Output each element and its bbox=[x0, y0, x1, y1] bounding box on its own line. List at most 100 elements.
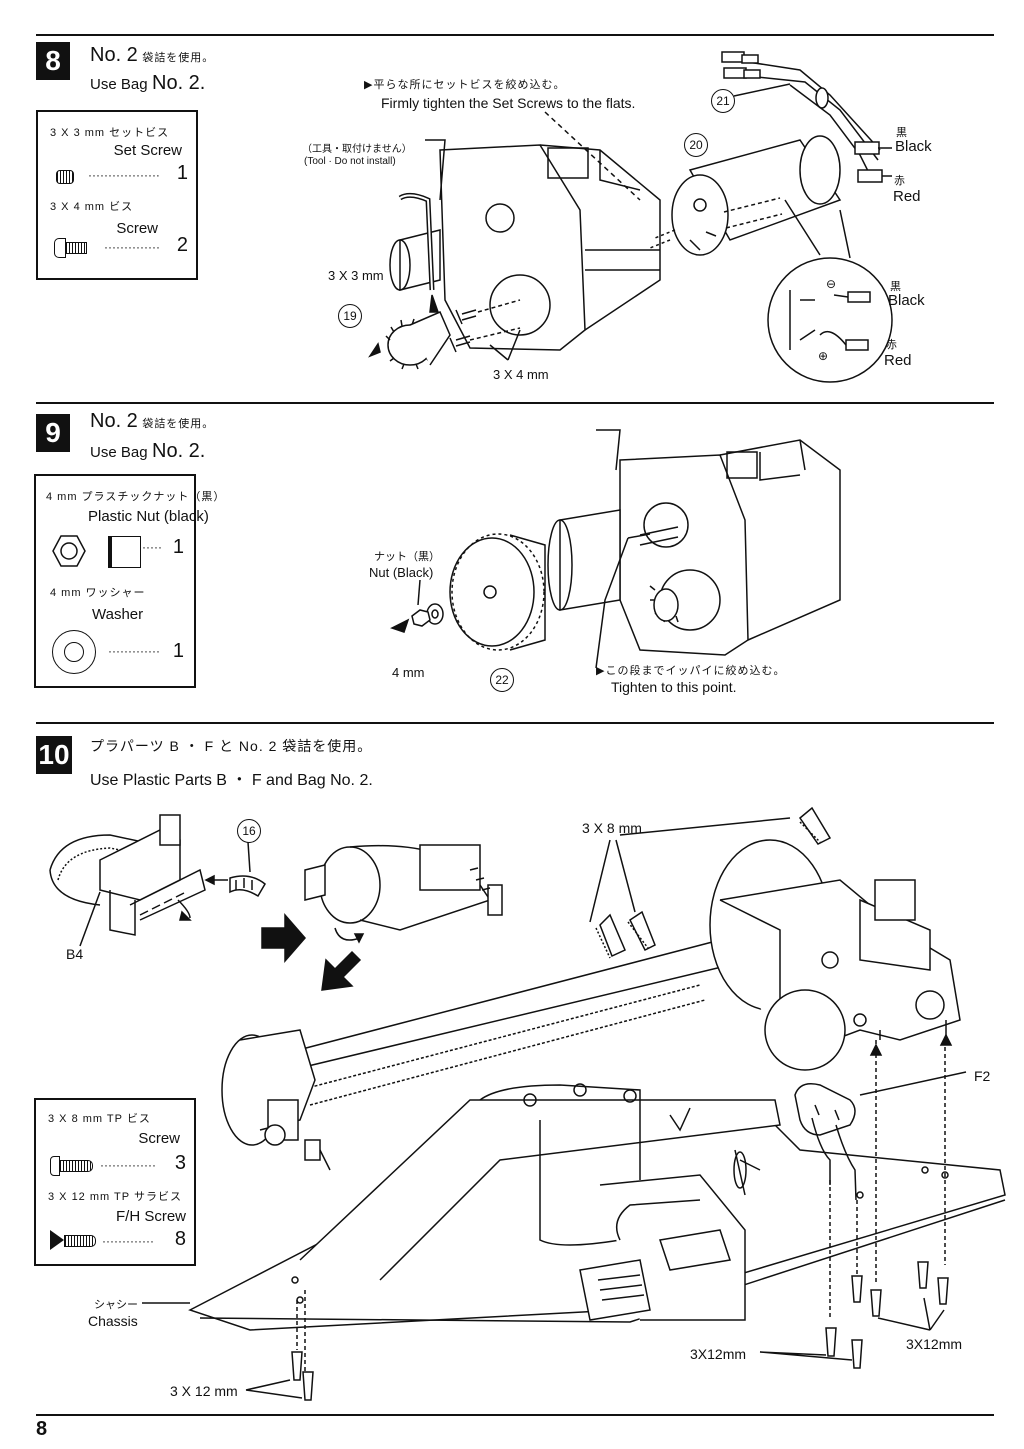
label-nut-en: Nut (Black) bbox=[369, 565, 434, 580]
label-red-en: Red bbox=[893, 188, 921, 205]
belt-assembly bbox=[304, 844, 503, 944]
top-rule bbox=[36, 34, 994, 36]
nut bbox=[411, 609, 431, 627]
motor bbox=[649, 135, 842, 256]
label-f2: F2 bbox=[974, 1068, 991, 1084]
leader-dots: ·················· bbox=[88, 168, 160, 182]
label-4mm: 4 mm bbox=[392, 665, 425, 680]
step-divider-9-10 bbox=[36, 722, 994, 724]
label-3x12: 3X12mm bbox=[906, 1336, 963, 1352]
leader-dots: ····· bbox=[142, 540, 162, 554]
gearbox-assembly bbox=[709, 839, 961, 1071]
motor-wires bbox=[721, 51, 892, 183]
label-3x3: 3 X 3 mm bbox=[328, 268, 384, 283]
note-point-jp: ▶この段までイッパイに絞め込む。 bbox=[596, 665, 786, 677]
callout-16: 16 bbox=[237, 819, 261, 843]
screw-shaft bbox=[65, 242, 87, 254]
part-name-jp: 3 X 3 mm セットビス bbox=[50, 127, 170, 139]
tp-screws bbox=[589, 806, 832, 959]
leader-dots: ·············· bbox=[100, 1158, 156, 1172]
bottom-rule bbox=[36, 1414, 994, 1416]
nut-side-icon bbox=[108, 536, 141, 568]
arrow-down-left bbox=[321, 950, 362, 991]
front-hub bbox=[221, 1029, 321, 1161]
label-red-jp: 赤 bbox=[894, 175, 906, 187]
part-name-jp: 4 mm プラスチックナット（黒） bbox=[46, 491, 226, 503]
washer-icon bbox=[52, 630, 96, 674]
label-black-en: Black bbox=[888, 292, 925, 309]
part-name-en: Washer bbox=[92, 606, 144, 623]
step-header-jp: No. 2 袋詰を使用。 bbox=[90, 44, 215, 66]
svg-text:⊕: ⊕ bbox=[818, 349, 828, 363]
page-number: 8 bbox=[36, 1418, 48, 1440]
label-red-en: Red bbox=[884, 352, 912, 369]
bottom-fh-screws bbox=[291, 1261, 949, 1401]
part-name-en: F/H Screw bbox=[115, 1208, 186, 1225]
parts-list: 4 mm プラスチックナット（黒） Plastic Nut (black) ··… bbox=[34, 474, 224, 688]
label-3x12: 3 X 12 mm bbox=[170, 1383, 238, 1399]
svg-text:⊖: ⊖ bbox=[826, 277, 836, 291]
fh-screw-shaft bbox=[64, 1235, 96, 1247]
note-flat-jp: ▶平らな所にセットビスを絞め込む。 bbox=[364, 79, 566, 91]
part-name-en: Screw bbox=[116, 220, 158, 237]
step-header-jp: プラパーツ B ・ F と No. 2 袋詰を使用。 bbox=[90, 738, 373, 754]
callout-19: 19 bbox=[338, 304, 362, 328]
set-screw-icon bbox=[56, 170, 74, 184]
label-black-en: Black bbox=[895, 138, 932, 155]
pulley-detail bbox=[49, 814, 206, 947]
step-number: 9 bbox=[36, 414, 70, 452]
label-black-jp: 黒 bbox=[890, 281, 902, 293]
label-b4: B4 bbox=[66, 946, 84, 962]
spur-gear bbox=[449, 533, 546, 651]
step-header-en: Use Plastic Parts B ・ F and Bag No. 2. bbox=[90, 772, 373, 789]
label-red-jp: 赤 bbox=[886, 339, 898, 351]
parts-list: 3 X 8 mm TP ビス Screw ·············· 3 3 … bbox=[34, 1098, 196, 1266]
callout-22: 22 bbox=[490, 668, 514, 692]
step-number: 10 bbox=[36, 736, 72, 774]
tp-screw-shaft bbox=[59, 1160, 93, 1172]
part-name-jp: 3 X 12 mm TP サラビス bbox=[48, 1191, 182, 1203]
fh-screw-icon bbox=[50, 1230, 64, 1250]
part-quantity: 8 bbox=[174, 1228, 186, 1250]
label-3x12: 3X12mm bbox=[690, 1346, 747, 1362]
label-3x4: 3 X 4 mm bbox=[493, 367, 549, 382]
f2-part bbox=[794, 1071, 967, 1201]
leader-dots: ·············· bbox=[104, 240, 160, 254]
note-tool-en: (Tool · Do not install) bbox=[304, 156, 396, 167]
chassis bbox=[188, 1083, 1006, 1331]
shaft-hole bbox=[485, 203, 515, 233]
belt-piece bbox=[229, 875, 266, 898]
part-name-jp: 3 X 4 mm ビス bbox=[50, 201, 134, 213]
label-chassis-en: Chassis bbox=[88, 1313, 138, 1329]
note-flat-en: Firmly tighten the Set Screws to the fla… bbox=[381, 95, 636, 111]
label-nut-jp: ナット（黒） bbox=[374, 551, 440, 563]
pinion-gear bbox=[368, 311, 451, 370]
part-quantity: 1 bbox=[172, 536, 184, 558]
part-name-jp: 3 X 8 mm TP ビス bbox=[48, 1113, 151, 1125]
part-name-en: Plastic Nut (black) bbox=[88, 508, 209, 525]
detail-circle bbox=[767, 257, 893, 383]
note-point-en: Tighten to this point. bbox=[611, 679, 737, 695]
step-number: 8 bbox=[36, 42, 70, 80]
label-3x8: 3 X 8 mm bbox=[582, 820, 642, 836]
label-black-jp: 黒 bbox=[896, 127, 908, 139]
callout-20: 20 bbox=[684, 133, 708, 157]
drive-belt bbox=[257, 939, 731, 1079]
arrow-right bbox=[261, 912, 306, 964]
label-chassis-jp: シャシー bbox=[94, 1299, 138, 1311]
step-header-jp: No. 2 袋詰を使用。 bbox=[90, 410, 215, 432]
part-name-en: Screw bbox=[138, 1130, 180, 1147]
part-quantity: 2 bbox=[176, 234, 188, 256]
part-quantity: 3 bbox=[174, 1152, 186, 1174]
callout-21: 21 bbox=[711, 89, 735, 113]
step-divider-8-9 bbox=[36, 402, 994, 404]
part-quantity: 1 bbox=[176, 162, 188, 184]
hex-nut-icon bbox=[52, 534, 86, 568]
leader-dots: ············· bbox=[102, 1234, 154, 1248]
part-name-jp: 4 mm ワッシャー bbox=[50, 587, 146, 599]
step-header-en: Use Bag No. 2. bbox=[90, 72, 206, 94]
note-tool-jp: （工具・取付けません） bbox=[302, 144, 412, 155]
